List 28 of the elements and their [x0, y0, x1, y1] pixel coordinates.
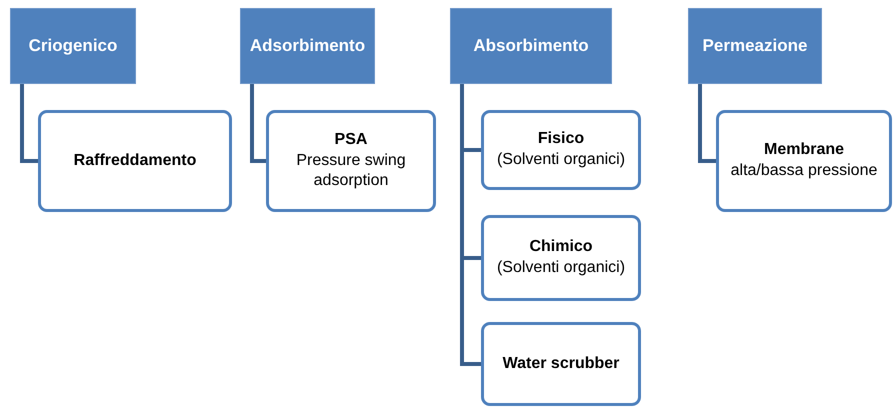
title-text: Fisico — [538, 129, 584, 150]
category-box — [450, 8, 612, 84]
method-box — [481, 322, 641, 406]
title-text: Permeazione — [702, 36, 808, 56]
description-text: Pressure swing adsorption — [295, 150, 407, 192]
description-text: (Solventi organici) — [496, 258, 626, 278]
connector-line — [250, 84, 266, 163]
method-box — [481, 215, 641, 301]
category-box — [10, 8, 136, 84]
method-box — [716, 110, 892, 212]
connector-line — [20, 84, 38, 163]
category-box — [240, 8, 375, 84]
title-text: Absorbimento — [473, 36, 589, 56]
method-box — [266, 110, 436, 212]
title-text: Adsorbimento — [250, 36, 366, 56]
title-text: Chimico — [529, 237, 593, 258]
connector-line — [460, 84, 481, 366]
title-text: Raffreddamento — [74, 150, 196, 171]
category-box — [688, 8, 822, 84]
title-text: Criogenico — [28, 36, 118, 56]
title-text: Membrane — [764, 140, 844, 160]
method-box — [38, 110, 232, 212]
description-text: (Solventi organici) — [496, 150, 626, 170]
title-text: Water scrubber — [502, 354, 620, 374]
title-text: PSA — [334, 130, 368, 150]
method-box — [481, 110, 641, 190]
connector-line — [698, 84, 716, 163]
description-text: alta/bassa pressione — [730, 161, 878, 181]
